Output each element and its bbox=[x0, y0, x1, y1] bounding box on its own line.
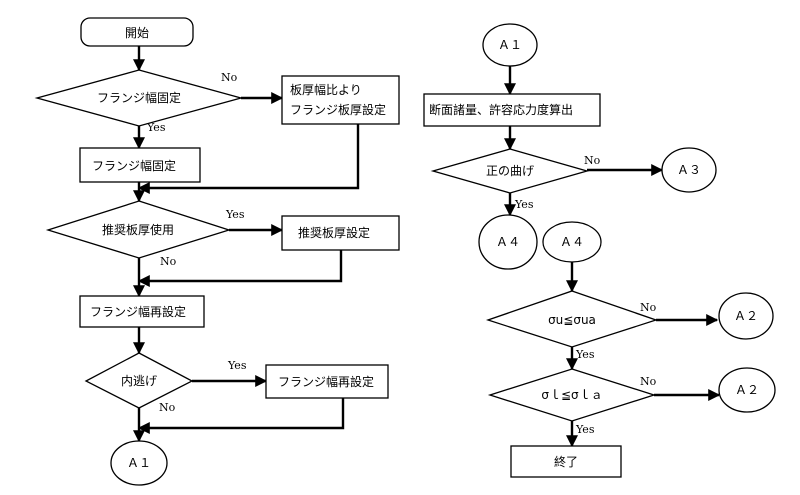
connector-a4-in: Ａ４ bbox=[542, 221, 602, 263]
decision-sigma-l: σｌ≦σｌａ bbox=[487, 368, 657, 422]
process-flange-width-reset: フランジ幅再設定 bbox=[79, 295, 205, 328]
decision-label: フランジ幅固定 bbox=[97, 90, 181, 105]
decision-label: σｌ≦σｌａ bbox=[541, 388, 602, 402]
right-connectors bbox=[504, 66, 721, 448]
decision-sigma-u: σu≦σua bbox=[485, 290, 659, 348]
left-flow: 開始 フランジ幅固定 No Yes 板厚幅比より フランジ板厚設定 フランジ幅固… bbox=[34, 17, 400, 486]
decision-label: 正の曲げ bbox=[486, 164, 534, 178]
connector-a4-out: Ａ４ bbox=[478, 214, 538, 270]
process-flange-width-fixed: フランジ幅固定 bbox=[79, 147, 201, 183]
start-terminal: 開始 bbox=[80, 17, 194, 47]
no-label: No bbox=[640, 375, 657, 388]
decision-flange-width-fixed: フランジ幅固定 bbox=[34, 69, 244, 127]
yes-label: Yes bbox=[146, 121, 166, 134]
connector-a2-2: Ａ２ bbox=[718, 367, 776, 413]
start-label: 開始 bbox=[125, 26, 149, 40]
process-section-properties: 断面諸量、許容応力度算出 bbox=[423, 93, 601, 127]
no-label: No bbox=[160, 255, 177, 268]
decision-label: σu≦σua bbox=[548, 313, 596, 327]
yes-label: Yes bbox=[227, 359, 247, 372]
decision-positive-bending: 正の曲げ bbox=[430, 148, 590, 194]
connector-label: Ａ４ bbox=[560, 235, 584, 249]
end-terminal: 終了 bbox=[510, 445, 622, 478]
connector bbox=[137, 250, 343, 287]
process-label: 推奨板厚設定 bbox=[298, 225, 370, 240]
process-flange-thickness-by-ratio: 板厚幅比より フランジ板厚設定 bbox=[281, 75, 400, 125]
connector-label: Ａ２ bbox=[735, 383, 759, 397]
yes-label: Yes bbox=[514, 198, 534, 211]
decision-label: 内逃げ bbox=[121, 374, 157, 388]
no-label: No bbox=[584, 154, 601, 167]
right-flow: Ａ１ 断面諸量、許容応力度算出 正の曲げ No Yes Ａ３ Ａ４ Ａ４ bbox=[423, 23, 776, 478]
connector-label: Ａ１ bbox=[127, 456, 151, 470]
connector-a3: Ａ３ bbox=[661, 147, 717, 193]
process-label-line1: 板厚幅比より bbox=[290, 82, 362, 97]
no-label: No bbox=[640, 301, 657, 314]
left-connectors bbox=[133, 46, 360, 443]
connector-label: Ａ４ bbox=[496, 235, 520, 249]
process-label: 断面諸量、許容応力度算出 bbox=[429, 102, 573, 117]
yes-label: Yes bbox=[575, 423, 595, 436]
process-label: フランジ幅固定 bbox=[92, 158, 176, 173]
decision-recommended-thickness: 推奨板厚使用 bbox=[45, 200, 232, 259]
process-label: フランジ幅再設定 bbox=[90, 304, 186, 319]
connector-label: Ａ２ bbox=[734, 309, 758, 323]
decision-label: 推奨板厚使用 bbox=[102, 222, 174, 237]
connector-label: Ａ１ bbox=[498, 38, 522, 52]
connector bbox=[137, 398, 345, 434]
connector bbox=[137, 124, 360, 194]
process-label: フランジ幅再設定 bbox=[278, 374, 374, 389]
decision-inner-escape: 内逃げ bbox=[84, 352, 194, 409]
connector-label: Ａ３ bbox=[677, 163, 701, 177]
connector-a2-1: Ａ２ bbox=[718, 292, 774, 340]
process-recommended-thickness: 推奨板厚設定 bbox=[281, 215, 400, 251]
connector-a1-in: Ａ１ bbox=[482, 23, 538, 67]
yes-label: Yes bbox=[225, 208, 245, 221]
no-label: No bbox=[159, 401, 176, 414]
process-flange-width-reset-2: フランジ幅再設定 bbox=[265, 364, 389, 399]
connector-a1-out: Ａ１ bbox=[110, 440, 168, 486]
end-label: 終了 bbox=[554, 454, 578, 469]
yes-label: Yes bbox=[575, 348, 595, 361]
process-label-line2: フランジ板厚設定 bbox=[290, 102, 386, 117]
no-label: No bbox=[221, 71, 238, 84]
